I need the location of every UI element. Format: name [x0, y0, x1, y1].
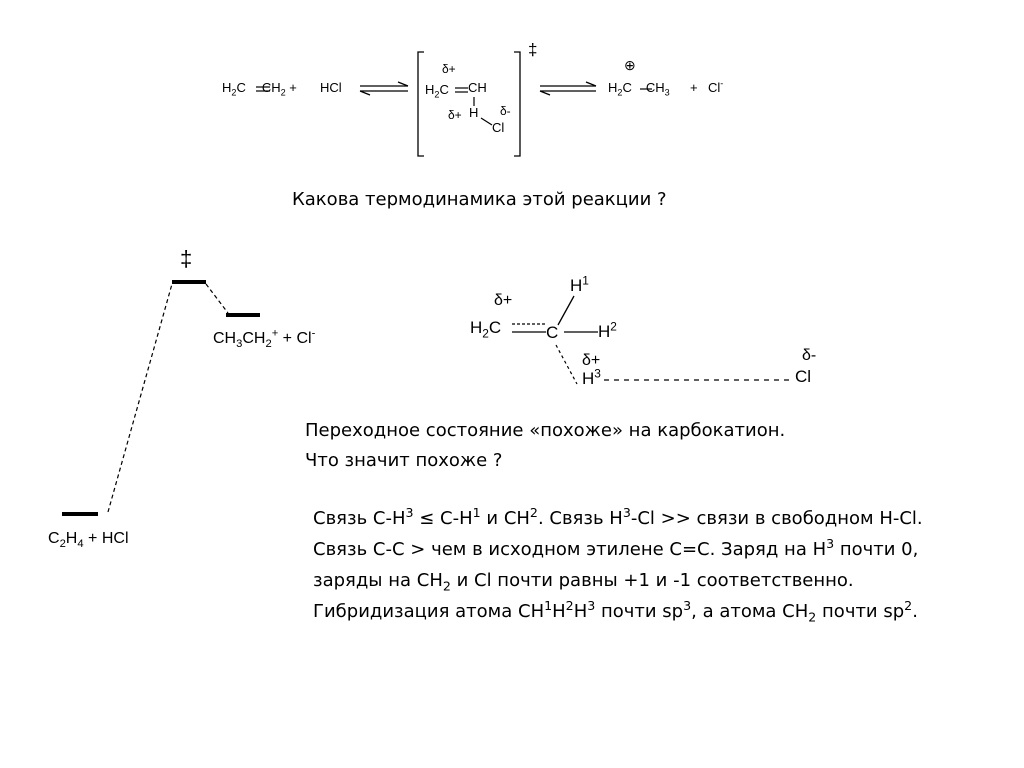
ts2-h1: H1: [570, 273, 589, 295]
ts-delta-minus: δ-: [500, 104, 511, 118]
ts-brackets: [417, 51, 521, 157]
energy-diagram: [62, 280, 260, 516]
product-chloride: Cl-: [708, 78, 724, 95]
energy-path-fall: [205, 283, 229, 314]
energy-product-label: CH3CH2+ + Cl-: [213, 327, 316, 351]
ts-ch2-label: H2C: [425, 82, 449, 100]
energy-path-rise: [107, 283, 173, 513]
ts2-h2: H2: [598, 319, 617, 341]
ts-delta-plus-top: δ+: [442, 62, 456, 76]
ts2-c: C: [546, 323, 559, 342]
reactant-hcl: HCl: [320, 80, 342, 95]
equilibrium-arrow-left: [359, 81, 409, 96]
equilibrium-arrow-right: [539, 81, 597, 96]
explanation-line-2: Что значит похоже ?: [305, 450, 503, 471]
details-line-3: заряды на CH2 и Cl почти равны +1 и -1 с…: [313, 570, 854, 594]
ts-structure-bonds: [512, 295, 792, 385]
energy-reactant-label: C2H4 + HCl: [48, 530, 129, 551]
explanation-line-1: Переходное состояние «похоже» на карбока…: [305, 420, 786, 441]
reactant-double-bond: [256, 86, 270, 92]
ts2-delta-minus: δ-: [802, 347, 817, 364]
ts-delta-plus-h: δ+: [448, 108, 462, 122]
energy-ts-dagger: ‡: [180, 246, 193, 271]
ts-cl-label: Cl: [492, 120, 505, 135]
ts2-h2c: H2C: [470, 318, 502, 341]
product-plus: +: [690, 80, 698, 95]
ts2-h3: H3: [582, 366, 601, 388]
details-line-2: Связь C-C > чем в исходном этилене C=C. …: [313, 536, 919, 560]
ts2-delta-plus-2: δ+: [582, 352, 601, 369]
details-line-1: Связь C-H3 ≤ C-H1 и CH2. Связь H3-Cl >> …: [313, 505, 923, 529]
ts-double-bond: [455, 87, 468, 93]
carbocation-charge-icon: ⊕: [624, 57, 636, 73]
ts-double-dagger: ‡: [528, 40, 538, 59]
ts2-cl: Cl: [795, 367, 812, 386]
question-heading: Какова термодинамика этой реакции ?: [292, 189, 667, 210]
ts-h-cl-bond: [480, 117, 493, 126]
ts2-delta-plus-1: δ+: [494, 292, 513, 309]
ts-h-label: H: [469, 105, 479, 120]
details-line-4: Гибридизация атома CH1H2H3 почти sp3, а …: [313, 598, 918, 625]
ts-ch-label: CH: [468, 80, 487, 95]
